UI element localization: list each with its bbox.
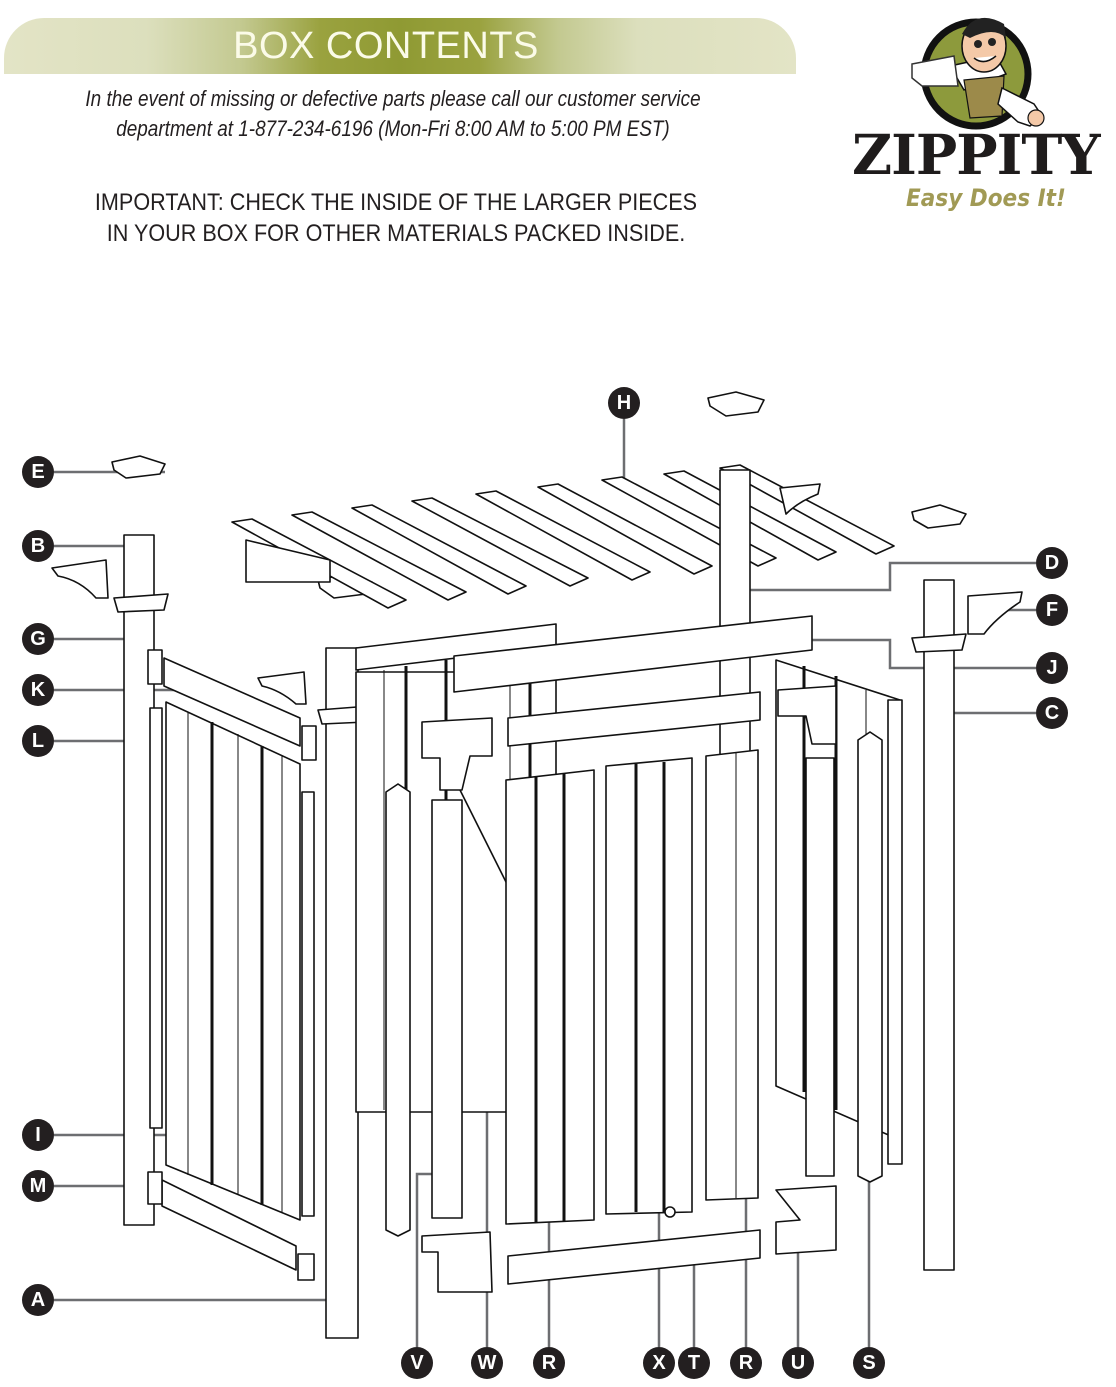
right-side-panel bbox=[775, 659, 903, 1255]
rafters bbox=[231, 464, 895, 609]
callout-B: B bbox=[22, 530, 54, 562]
gate bbox=[505, 691, 761, 1285]
important-line-2: IN YOUR BOX FOR OTHER MATERIALS PACKED I… bbox=[106, 220, 686, 247]
callout-R-right: R bbox=[730, 1347, 762, 1379]
left-side-panel bbox=[147, 649, 317, 1281]
callout-E: E bbox=[22, 456, 54, 488]
important-line-1: IMPORTANT: CHECK THE INSIDE OF THE LARGE… bbox=[94, 189, 698, 216]
section-banner: BOX CONTENTS bbox=[4, 18, 796, 74]
callout-V: V bbox=[401, 1347, 433, 1379]
callout-F: F bbox=[1036, 594, 1068, 626]
callout-J: J bbox=[1036, 652, 1068, 684]
callout-H: H bbox=[608, 387, 640, 419]
callout-G: G bbox=[22, 623, 54, 655]
zippity-logo: ZIPPITY Easy Does It! bbox=[846, 4, 1116, 216]
page-title: BOX CONTENTS bbox=[233, 24, 539, 67]
callout-U: U bbox=[782, 1347, 814, 1379]
brand-tagline: Easy Does It! bbox=[906, 184, 1066, 212]
callout-R-left: R bbox=[533, 1347, 565, 1379]
callout-W: W bbox=[471, 1347, 503, 1379]
brackets bbox=[51, 483, 1023, 705]
callout-L: L bbox=[22, 725, 54, 757]
important-notice: IMPORTANT: CHECK THE INSIDE OF THE LARGE… bbox=[40, 187, 753, 249]
mascot-icon bbox=[911, 17, 1045, 130]
brand-name: ZIPPITY bbox=[852, 122, 1101, 187]
callout-T: T bbox=[678, 1347, 710, 1379]
callout-K: K bbox=[22, 674, 54, 706]
callout-I: I bbox=[22, 1119, 54, 1151]
front-gate-posts bbox=[385, 717, 509, 1293]
callout-C: C bbox=[1036, 697, 1068, 729]
front-top-rail bbox=[453, 615, 813, 693]
notice-line-1: In the event of missing or defective par… bbox=[85, 86, 701, 111]
callout-X: X bbox=[643, 1347, 675, 1379]
notice-line-2: department at 1-877-234-6196 (Mon-Fri 8:… bbox=[116, 116, 670, 141]
callout-D: D bbox=[1036, 547, 1068, 579]
callout-M: M bbox=[22, 1170, 54, 1202]
callout-A: A bbox=[22, 1284, 54, 1316]
customer-service-notice: In the event of missing or defective par… bbox=[55, 84, 731, 144]
callout-S: S bbox=[853, 1347, 885, 1379]
